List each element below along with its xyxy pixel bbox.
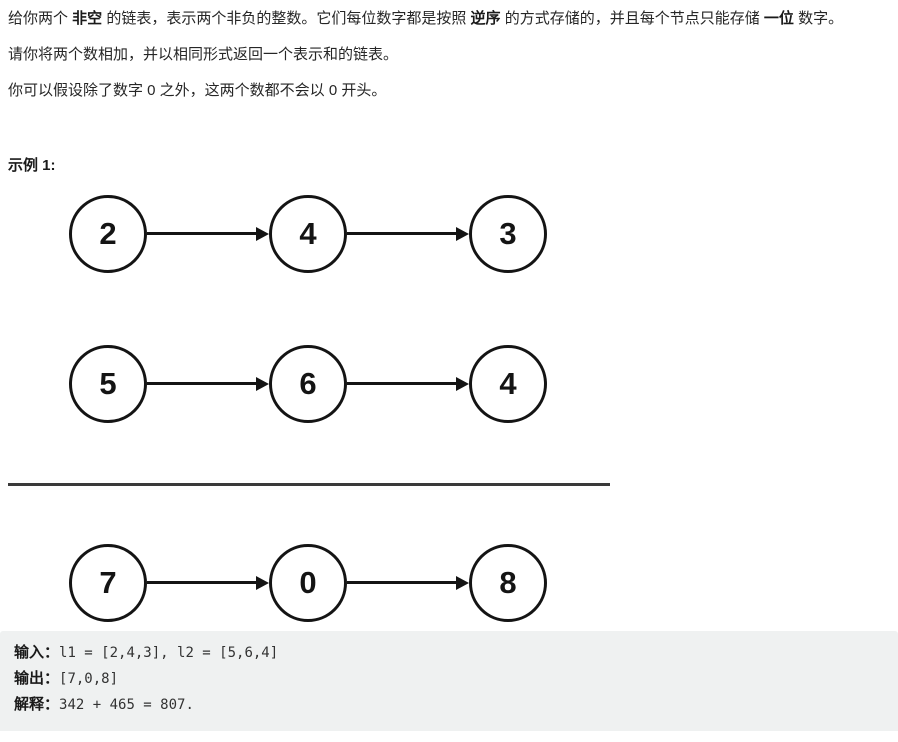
- node-value: 4: [299, 216, 317, 251]
- node-value: 7: [99, 565, 117, 600]
- paragraph-constraint: 你可以假设除了数字 0 之外，这两个数都不会以 0 开头。: [8, 82, 387, 99]
- list-node: 3: [469, 195, 547, 273]
- explanation-label: 解释：: [14, 696, 60, 713]
- list-node: 7: [69, 544, 147, 622]
- input-label: 输入：: [14, 644, 60, 661]
- arrow-head: [256, 576, 269, 590]
- list-node: 8: [469, 544, 547, 622]
- arrow-line: [347, 382, 458, 385]
- arrow-head: [456, 576, 469, 590]
- node-value: 5: [99, 366, 117, 401]
- node-value: 4: [499, 366, 517, 401]
- linked-list-sum: 7 0 8: [69, 544, 547, 622]
- list-node: 0: [269, 544, 347, 622]
- arrow-head: [456, 377, 469, 391]
- next-arrow-icon: [347, 377, 469, 391]
- node-value: 2: [99, 216, 117, 251]
- example-heading: 示例 1:: [8, 157, 56, 174]
- list-node: 6: [269, 345, 347, 423]
- result-divider: [8, 483, 610, 486]
- arrow-head: [256, 377, 269, 391]
- list-node: 5: [69, 345, 147, 423]
- next-arrow-icon: [147, 227, 269, 241]
- arrow-head: [256, 227, 269, 241]
- linked-list-l1: 2 4 3: [69, 195, 547, 273]
- input-line: 输入：l1 = [2,4,3], l2 = [5,6,4]: [14, 640, 884, 666]
- output-line: 输出：[7,0,8]: [14, 666, 884, 692]
- next-arrow-icon: [147, 576, 269, 590]
- intro-text: 的方式存储的，并且每个节点只能存储: [500, 10, 764, 27]
- input-value: l1 = [2,4,3], l2 = [5,6,4]: [59, 645, 279, 661]
- paragraph-task: 请你将两个数相加，并以相同形式返回一个表示和的链表。: [8, 46, 399, 63]
- arrow-head: [456, 227, 469, 241]
- node-value: 0: [299, 565, 317, 600]
- bold-term-one-digit: 一位: [763, 10, 794, 27]
- paragraph-intro: 给你两个 非空 的链表，表示两个非负的整数。它们每位数字都是按照 逆序 的方式存…: [8, 8, 890, 30]
- node-value: 3: [499, 216, 517, 251]
- list-node: 2: [69, 195, 147, 273]
- explanation-line: 解释：342 + 465 = 807.: [14, 692, 884, 718]
- intro-text: 给你两个: [8, 10, 73, 27]
- arrow-line: [147, 382, 258, 385]
- arrow-line: [147, 581, 258, 584]
- next-arrow-icon: [347, 227, 469, 241]
- node-value: 6: [299, 366, 317, 401]
- example-code-block: 输入：l1 = [2,4,3], l2 = [5,6,4] 输出：[7,0,8]…: [0, 631, 898, 731]
- intro-text: 的链表，表示两个非负的整数。它们每位数字都是按照: [102, 10, 471, 27]
- intro-text: 数字。: [793, 10, 844, 27]
- arrow-line: [147, 232, 258, 235]
- problem-description: 给你两个 非空 的链表，表示两个非负的整数。它们每位数字都是按照 逆序 的方式存…: [8, 8, 890, 631]
- next-arrow-icon: [347, 576, 469, 590]
- list-node: 4: [269, 195, 347, 273]
- output-label: 输出：: [14, 670, 60, 687]
- output-value: [7,0,8]: [59, 671, 119, 687]
- arrow-line: [347, 581, 458, 584]
- node-value: 8: [499, 565, 517, 600]
- bold-term-non-empty: 非空: [72, 10, 103, 27]
- next-arrow-icon: [147, 377, 269, 391]
- arrow-line: [347, 232, 458, 235]
- bold-term-reverse-order: 逆序: [470, 10, 501, 27]
- explanation-value: 342 + 465 = 807.: [59, 697, 194, 713]
- linked-list-l2: 5 6 4: [69, 345, 547, 423]
- list-node: 4: [469, 345, 547, 423]
- example-diagram: 2 4 3 5 6 4 7 0 8: [8, 176, 890, 631]
